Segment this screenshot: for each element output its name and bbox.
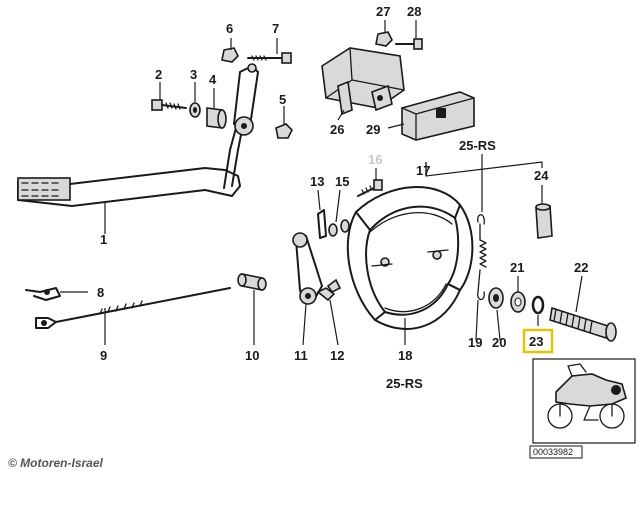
rear-brake-location-marker xyxy=(611,385,621,395)
part-11-cam-lever[interactable] xyxy=(292,232,323,305)
callout-22: 22 xyxy=(574,260,588,275)
part-24-pin[interactable] xyxy=(535,203,553,239)
diagram-reference-code: 00033982 xyxy=(533,447,573,457)
part-28-bolt[interactable] xyxy=(395,38,423,50)
callout-13: 13 xyxy=(310,174,324,189)
part-14-washer[interactable] xyxy=(328,219,350,237)
part-16-bolt[interactable] xyxy=(357,179,383,197)
callout-12: 12 xyxy=(330,348,344,363)
callout-9: 9 xyxy=(100,348,107,363)
callout-11: 11 xyxy=(294,348,308,363)
leader-lines xyxy=(60,20,583,346)
pedal-pivot-arm[interactable] xyxy=(233,63,259,136)
part-4-bushing[interactable] xyxy=(206,107,227,129)
part-22-shaft[interactable] xyxy=(549,306,617,342)
part-13-spring-plate[interactable] xyxy=(317,209,327,239)
callout-8: 8 xyxy=(97,285,104,300)
part-1-brake-pedal[interactable] xyxy=(17,125,249,207)
callout-1: 1 xyxy=(100,232,107,247)
highlighted-part-23[interactable]: 23 xyxy=(522,328,554,354)
callout-6: 6 xyxy=(226,21,233,36)
callout-7: 7 xyxy=(272,21,279,36)
callout-21: 21 xyxy=(510,260,524,275)
part-19-return-spring[interactable] xyxy=(477,214,487,301)
part-29-rubber-block[interactable] xyxy=(401,91,475,141)
callout-16: 16 xyxy=(368,152,382,167)
part-26-bracket[interactable] xyxy=(321,47,405,116)
part-20-washer[interactable] xyxy=(488,287,504,309)
part-7-bolt[interactable] xyxy=(247,52,292,64)
callout-29: 29 xyxy=(366,122,380,137)
callout-18: 18 xyxy=(398,348,412,363)
callout-4: 4 xyxy=(209,72,217,87)
callout-24: 24 xyxy=(534,168,549,183)
callout-17: 17 xyxy=(416,163,430,178)
part-23-o-ring[interactable] xyxy=(531,295,545,315)
part-12-wing-nut[interactable] xyxy=(316,278,342,302)
part-2-bolt[interactable] xyxy=(151,99,187,111)
callout-5: 5 xyxy=(279,92,286,107)
part-8-clip[interactable] xyxy=(25,287,61,301)
callout-20: 20 xyxy=(492,335,506,350)
motorcycle-icon xyxy=(547,363,627,429)
callout-25-rs-top: 25-RS xyxy=(459,138,496,153)
vehicle-inset[interactable]: 00033982 xyxy=(529,358,636,459)
part-18-brake-shoes[interactable] xyxy=(346,186,474,330)
callout-19: 19 xyxy=(468,335,482,350)
part-27-nut[interactable] xyxy=(375,31,393,47)
part-3-washer[interactable] xyxy=(189,102,201,118)
callout-27: 27 xyxy=(376,4,390,19)
callout-15: 15 xyxy=(335,174,349,189)
copyright-watermark: © Motoren-Israel xyxy=(8,456,103,470)
callout-10: 10 xyxy=(245,348,259,363)
callout-28: 28 xyxy=(407,4,421,19)
callout-2: 2 xyxy=(155,67,162,82)
part-9-brake-rod[interactable] xyxy=(35,287,231,329)
callout-25-rs-bottom: 25-RS xyxy=(386,376,423,391)
callout-labels: 1 2 3 4 5 6 7 8 9 10 11 12 13 15 16 17 2… xyxy=(97,4,588,391)
part-5-nut[interactable] xyxy=(275,123,293,139)
part-6-nut[interactable] xyxy=(221,47,239,63)
callout-23: 23 xyxy=(529,334,543,349)
part-10-adjuster-bushing[interactable] xyxy=(237,273,267,291)
part-21-washer[interactable] xyxy=(510,291,526,313)
callout-3: 3 xyxy=(190,67,197,82)
callout-26: 26 xyxy=(330,122,344,137)
